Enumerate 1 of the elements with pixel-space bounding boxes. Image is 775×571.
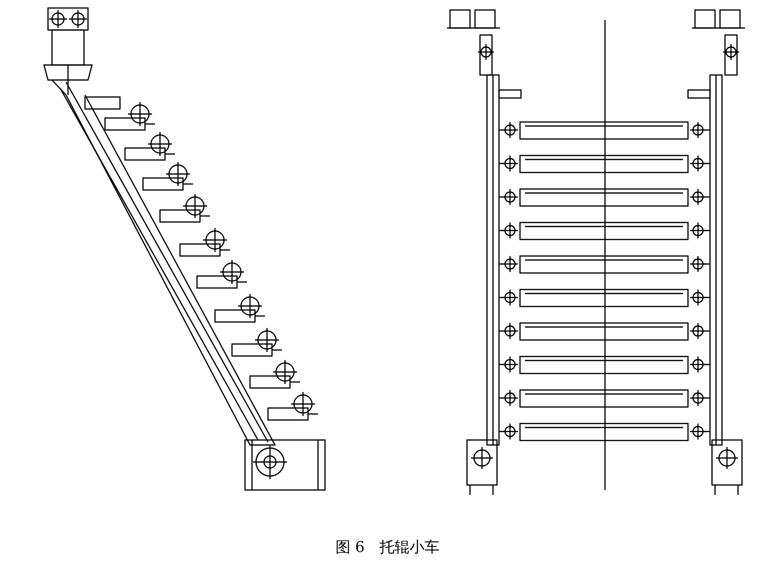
figure-caption: 图 6 托辊小车 <box>334 538 441 557</box>
